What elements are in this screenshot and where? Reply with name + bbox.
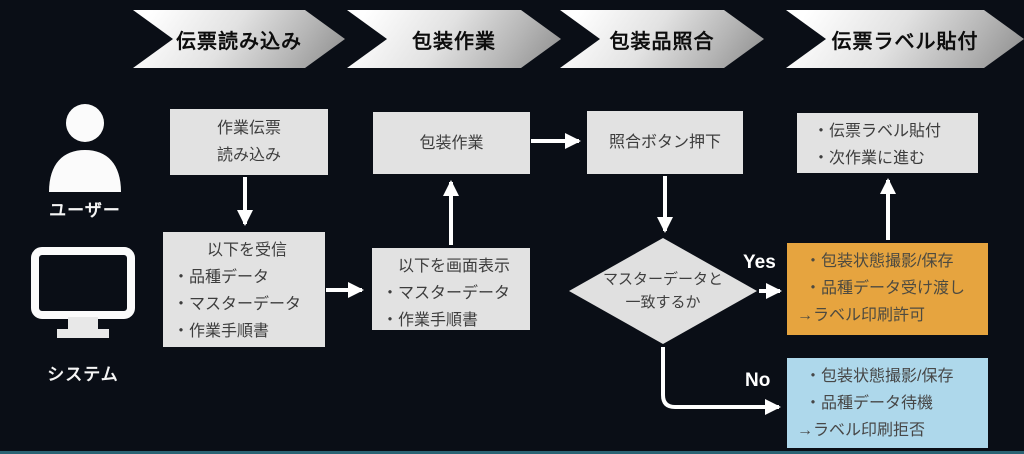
node-no-bullet: ・包装状態撮影/保存 [805,368,954,385]
node-read-slip-line2: 読み込み [216,147,281,164]
lane-label-user: ユーザー [49,201,121,220]
stage-banner-label: 包装品照合 [609,30,715,53]
node-no-result: ・包装状態撮影/保存 ・品種データ待機 →ラベル印刷拒否 [787,358,988,448]
node-verify-button-label: 照合ボタン押下 [608,134,721,151]
bottom-accent-bar [0,451,1024,454]
stage-banner-label-attach: 伝票ラベル貼付 [786,10,1024,68]
stage-banner-label: 包装作業 [412,30,496,53]
node-receive-bullet: ・品種データ [173,269,270,286]
node-decision-master-match: マスターデータと 一致するか [569,238,757,344]
node-label-attach-bullet: ・伝票ラベル貼付 [813,123,942,140]
node-yes-bullet: ・包装状態撮影/保存 [805,253,954,270]
stage-banner-label: 伝票読み込み [176,30,302,53]
node-receive-title: 以下を受信 [206,242,287,259]
stage-banner-label: 伝票ラベル貼付 [831,30,979,53]
node-display-title: 以下を画面表示 [397,258,510,275]
node-read-slip-line1: 作業伝票 [216,120,281,137]
node-no-bullet: →ラベル印刷拒否 [797,422,926,439]
stage-banner-verification: 包装品照合 [560,10,764,68]
node-decision-line2: 一致するか [625,294,701,311]
stage-banner-packaging: 包装作業 [347,10,561,68]
node-packaging-work: 包装作業 [373,112,530,174]
node-no-bullet: ・品種データ待機 [805,395,934,412]
node-label-attach: ・伝票ラベル貼付 ・次作業に進む [797,113,978,173]
branch-label-no: No [745,370,771,391]
branch-label-yes: Yes [743,252,776,273]
node-display-data: 以下を画面表示 ・マスターデータ ・作業手順書 [372,248,530,330]
stage-banner-slip-reading: 伝票読み込み [133,10,345,68]
node-verify-button: 照合ボタン押下 [587,111,743,174]
lane-label-system: システム [47,365,119,384]
node-yes-bullet: ・品種データ受け渡し [805,280,966,297]
node-yes-result: ・包装状態撮影/保存 ・品種データ受け渡し →ラベル印刷許可 [787,243,988,335]
node-receive-bullet: ・作業手順書 [173,323,270,340]
node-display-bullet: ・作業手順書 [382,312,479,329]
node-label-attach-bullet: ・次作業に進む [813,150,926,167]
node-yes-bullet: →ラベル印刷許可 [797,307,926,324]
node-decision-line1: マスターデータと [602,271,723,288]
node-display-bullet: ・マスターデータ [382,285,511,302]
person-icon [45,102,125,199]
node-receive-bullet: ・マスターデータ [173,296,302,313]
node-read-slip: 作業伝票 読み込み [170,109,328,175]
monitor-icon [30,246,136,349]
node-receive-data: 以下を受信 ・品種データ ・マスターデータ ・作業手順書 [163,232,325,347]
node-packaging-label: 包装作業 [419,134,484,152]
